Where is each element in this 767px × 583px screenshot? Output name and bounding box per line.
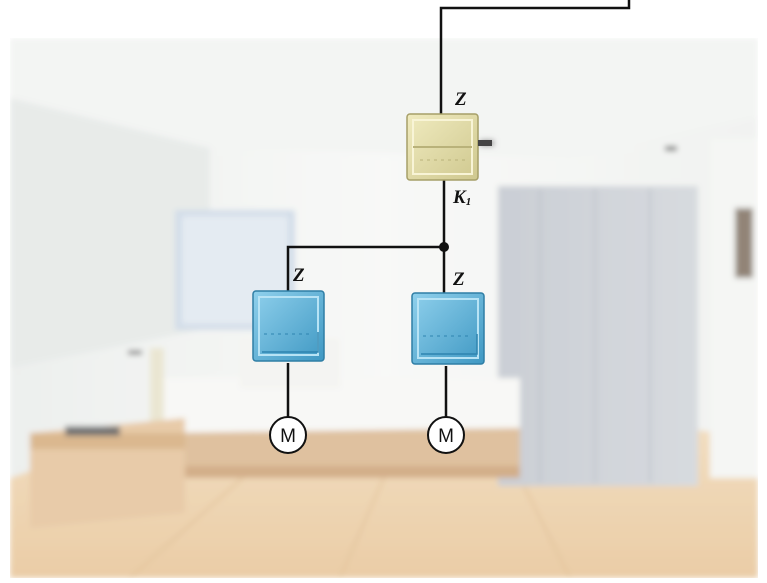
right-switch-label: Z — [453, 269, 465, 290]
motor-right-label: M — [438, 426, 454, 447]
bedroom-background-image — [10, 38, 758, 578]
wires — [286, 0, 631, 417]
junction-dot — [439, 242, 449, 252]
coupler-label-main: K — [453, 187, 466, 208]
motor-left-label: M — [280, 426, 296, 447]
motor-left: M — [269, 416, 307, 454]
master-switch — [406, 113, 492, 181]
slave-switch-left — [252, 290, 325, 362]
coupler-label: K1 — [453, 188, 471, 208]
coupler-label-sub: 1 — [465, 196, 472, 208]
branch-wire-left — [286, 245, 444, 292]
feed-wire — [439, 0, 631, 115]
left-switch-label: Z — [293, 265, 305, 286]
slave-switch-right — [411, 292, 485, 365]
motor-right: M — [427, 416, 465, 454]
master-switch-label: Z — [455, 89, 467, 110]
